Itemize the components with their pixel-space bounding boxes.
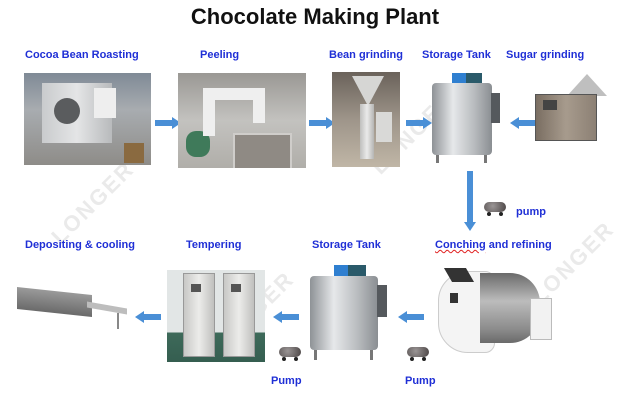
arrow-right-icon — [309, 117, 335, 129]
peeling-machine-photo — [178, 73, 306, 168]
diagram-title: Chocolate Making Plant — [190, 4, 440, 29]
watermark: LONGER — [46, 156, 140, 250]
arrow-right-icon — [155, 117, 181, 129]
pump-label: Pump — [405, 375, 436, 387]
step-label-peeling: Peeling — [200, 49, 240, 61]
conche-machine-photo — [438, 263, 553, 358]
step-label-conching: Conching and refining — [435, 239, 552, 251]
arrow-left-icon — [398, 311, 424, 323]
conching-word: Conching — [435, 239, 486, 251]
colloid-mill-photo — [332, 72, 400, 167]
step-label-depositing: Depositing & cooling — [25, 239, 135, 251]
arrow-right-icon — [406, 117, 432, 129]
arrow-left-icon — [135, 311, 161, 323]
arrow-left-icon — [273, 311, 299, 323]
step-label-storage-tank-1: Storage Tank — [422, 49, 491, 61]
pump-label: pump — [516, 206, 546, 218]
step-label-tempering: Tempering — [186, 239, 242, 251]
storage-tank-photo-2 — [310, 265, 392, 360]
tempering-machine-photo — [167, 270, 265, 362]
roaster-machine-photo — [24, 73, 151, 165]
pump-icon — [405, 345, 431, 361]
step-label-storage-tank-2: Storage Tank — [312, 239, 381, 251]
pump-label: Pump — [271, 375, 302, 387]
sugar-grinder-photo — [535, 72, 615, 147]
storage-tank-photo-1 — [432, 73, 504, 163]
arrow-left-icon — [510, 117, 536, 129]
pump-icon — [482, 200, 508, 216]
step-label-roasting: Cocoa Bean Roasting — [25, 49, 139, 61]
pump-icon — [277, 345, 303, 361]
depositing-line-photo — [17, 285, 129, 330]
arrow-down-icon — [464, 171, 476, 231]
step-label-sugar-grinding: Sugar grinding — [506, 49, 585, 61]
step-label-bean-grinding: Bean grinding — [329, 49, 403, 61]
